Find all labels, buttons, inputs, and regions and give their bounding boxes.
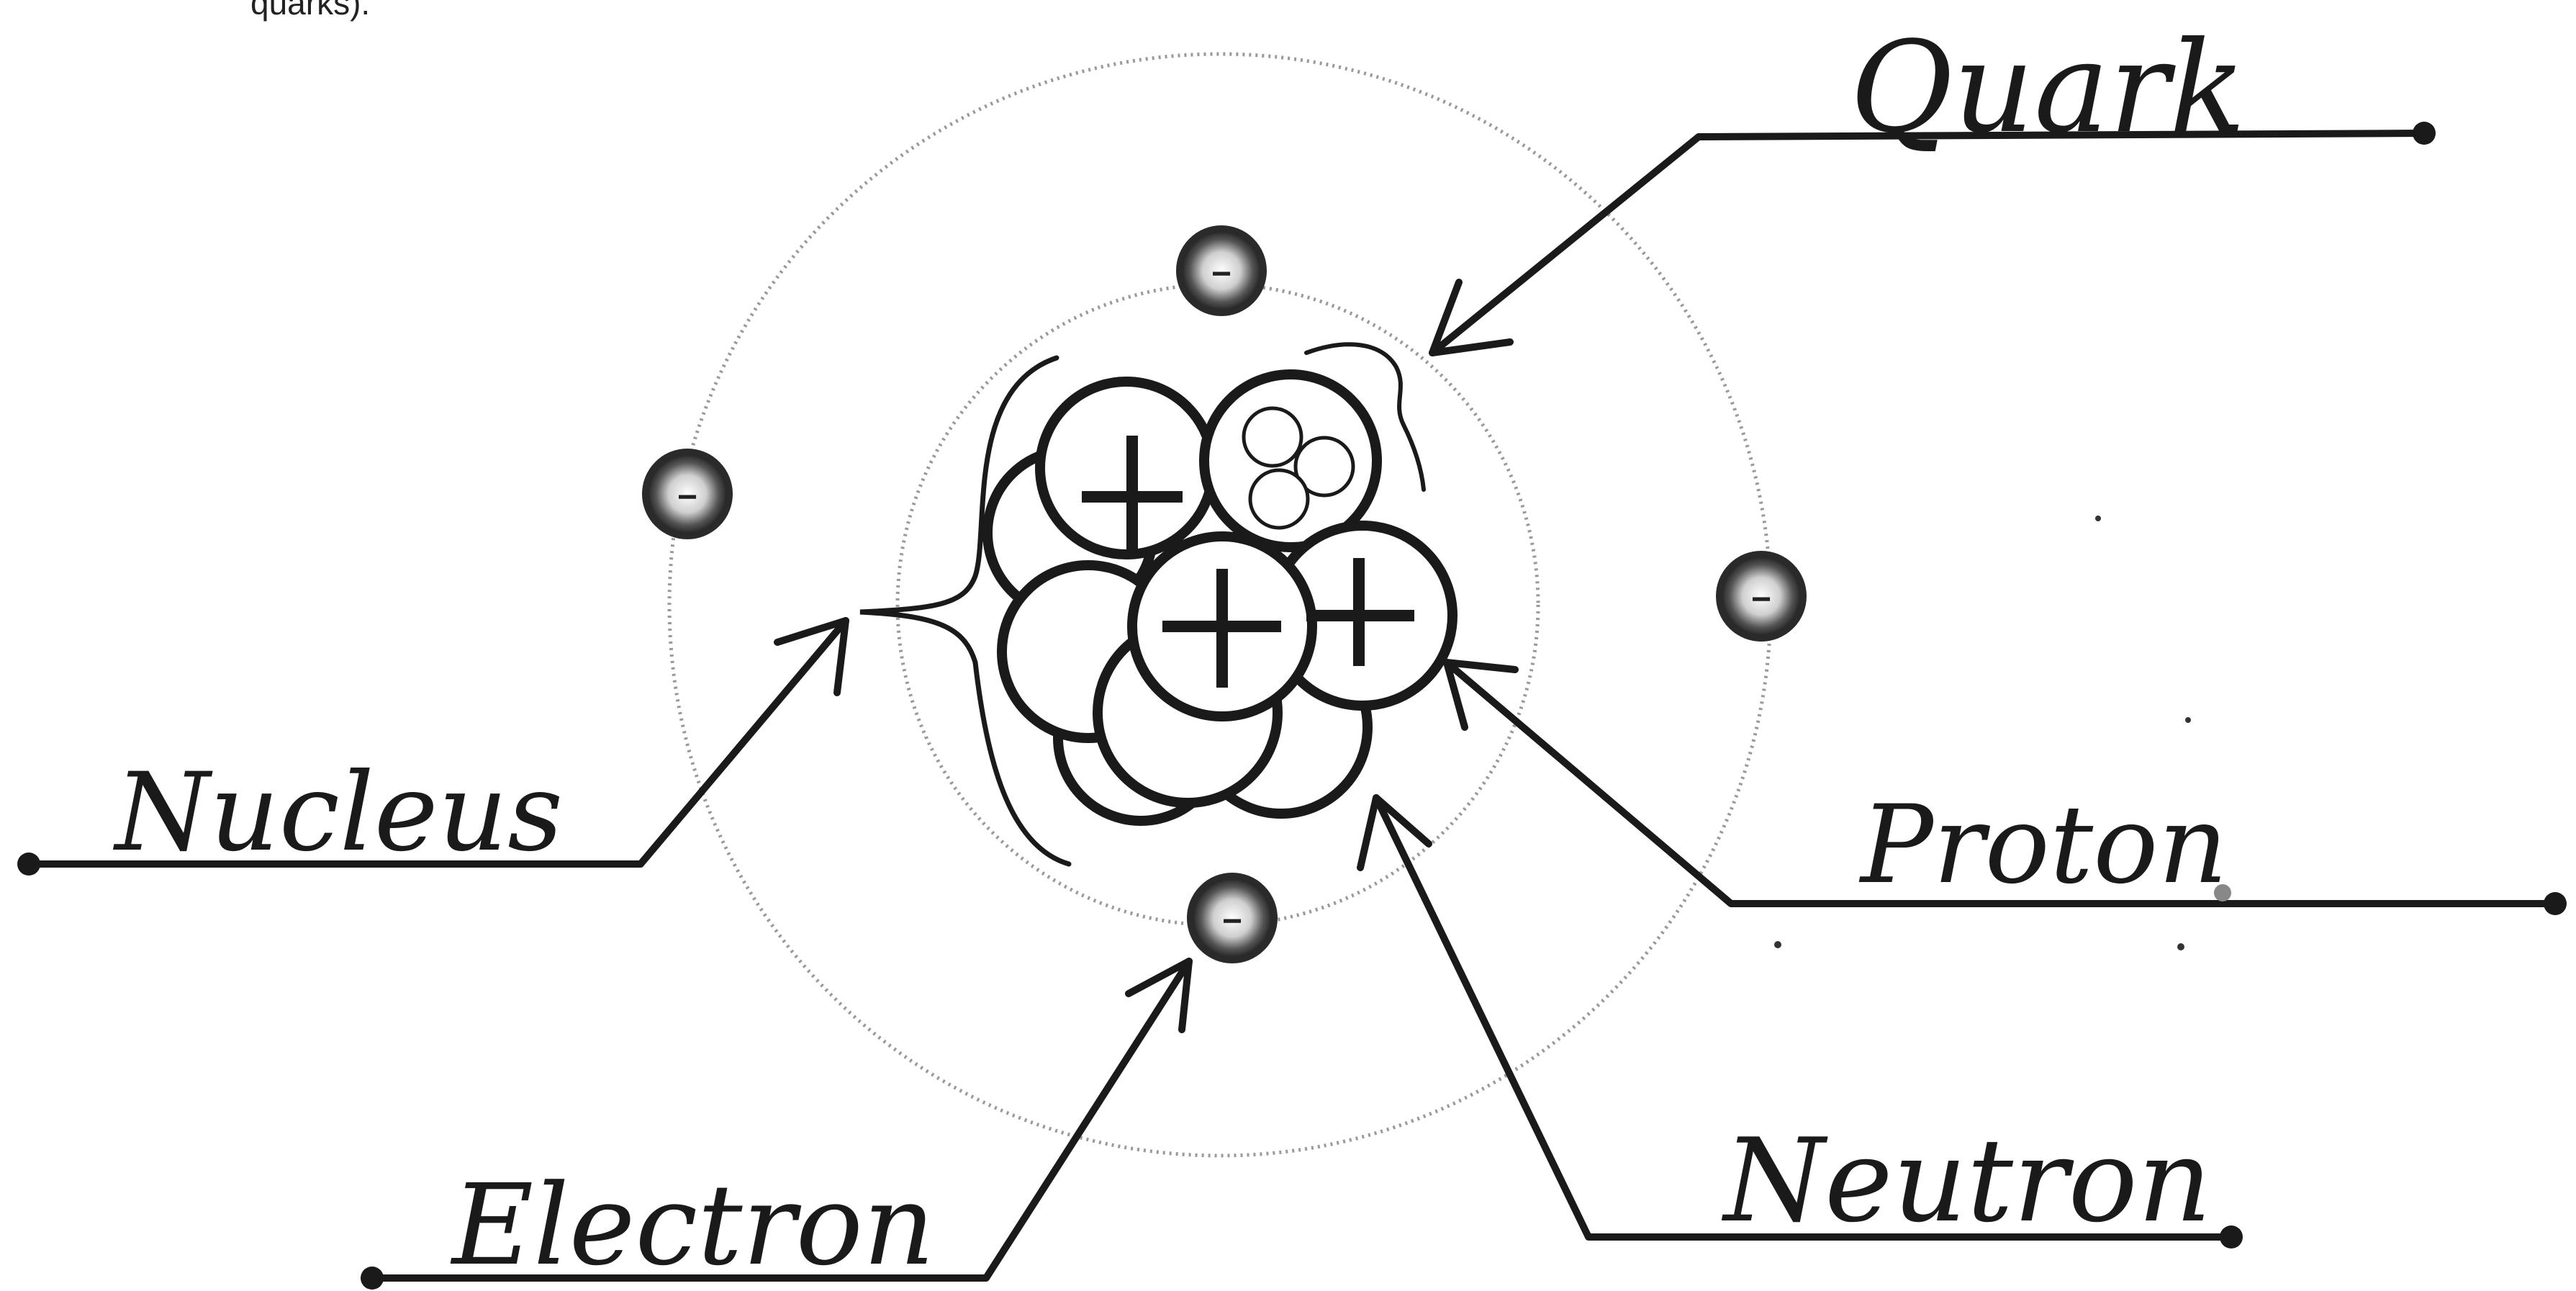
quark-1 bbox=[1244, 408, 1301, 466]
electron-top: − bbox=[1180, 229, 1263, 312]
electron-endpoint-dot bbox=[361, 1267, 384, 1290]
label-proton: Proton bbox=[1858, 783, 2228, 908]
svg-text:−: − bbox=[1222, 902, 1242, 940]
label-electron: Electron bbox=[450, 1160, 935, 1290]
quark-leader-line bbox=[1432, 133, 2424, 353]
label-nucleus: Nucleus bbox=[113, 750, 563, 876]
svg-text:−: − bbox=[677, 478, 697, 516]
electron-bottom: − bbox=[1190, 876, 1274, 960]
nucleus-endpoint-dot bbox=[17, 853, 40, 876]
quark-3 bbox=[1250, 470, 1308, 528]
proton-endpoint-dot bbox=[2544, 892, 2567, 915]
svg-text:−: − bbox=[1751, 580, 1771, 618]
svg-text:−: − bbox=[1211, 255, 1231, 293]
top-text-fragment: quarks). bbox=[250, 0, 370, 22]
quark-endpoint-dot bbox=[2413, 122, 2436, 145]
electron-left: − bbox=[646, 452, 729, 536]
neutron-endpoint-dot bbox=[2220, 1225, 2243, 1249]
label-neutron: Neutron bbox=[1721, 1113, 2212, 1248]
electron-right: − bbox=[1719, 554, 1803, 638]
label-quark: Quark bbox=[1850, 15, 2246, 161]
